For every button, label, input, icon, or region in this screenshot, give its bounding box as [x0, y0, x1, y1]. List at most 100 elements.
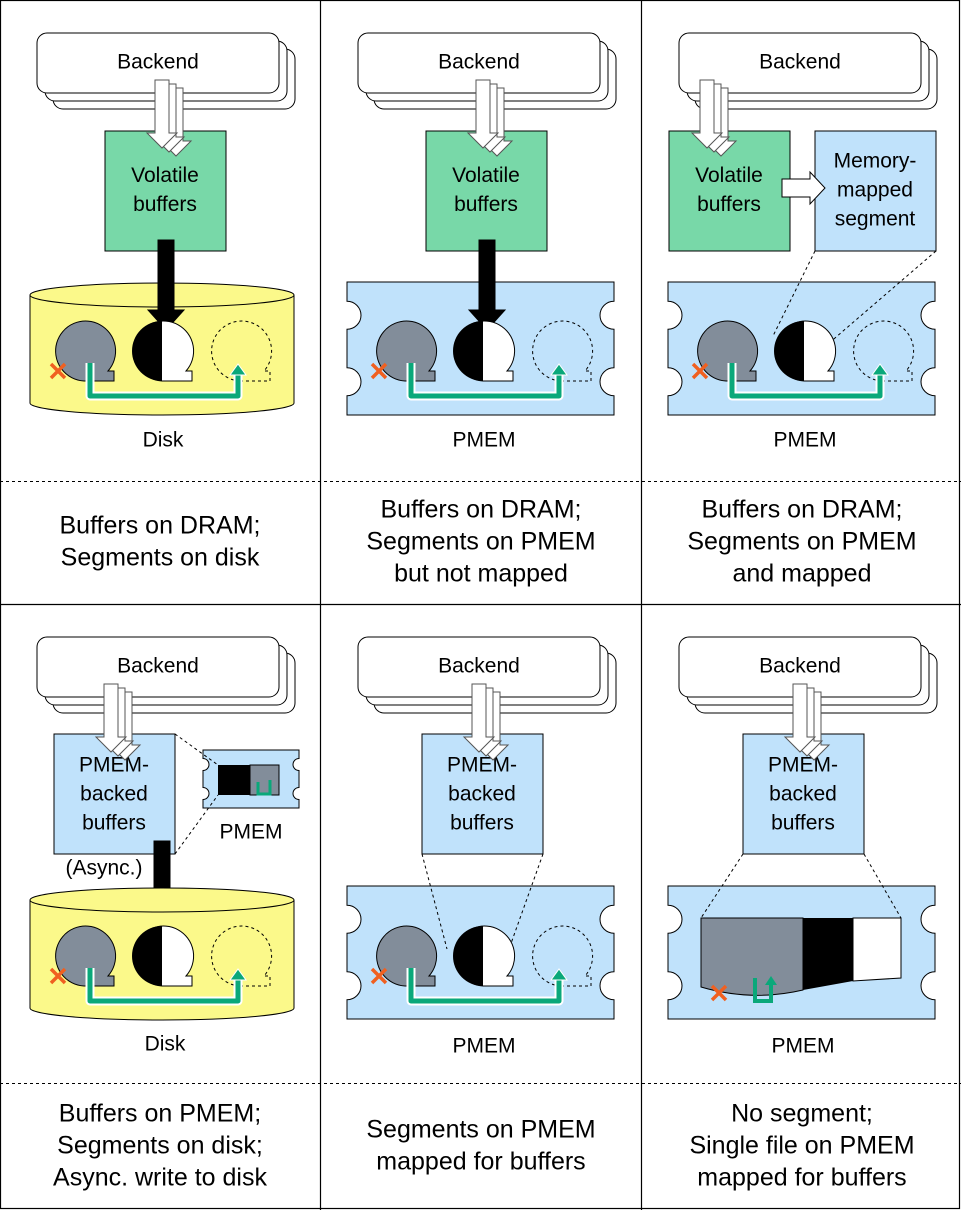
panel-caption: Single file on PMEM [689, 1132, 914, 1160]
buffer-label: backed [769, 783, 837, 806]
storage-label: PMEM [453, 429, 516, 452]
side-storage-label: PMEM [220, 821, 283, 844]
flush-arrow-icon [146, 239, 186, 331]
backend-box [678, 32, 922, 94]
write-arrow-icon [94, 683, 128, 753]
mapping-line [772, 250, 816, 337]
buffer-label: buffers [450, 812, 514, 835]
single-file-used-region [700, 917, 804, 996]
next-segment-icon [532, 320, 594, 382]
storage-label: Disk [145, 1033, 186, 1056]
async-label: (Async.) [65, 857, 142, 880]
panel-caption: Segments on disk; [57, 1132, 263, 1160]
panel-caption: No segment; [731, 1100, 873, 1128]
panel-caption: but not mapped [394, 560, 568, 588]
panel-caption: Buffers on PMEM; [59, 1100, 261, 1128]
current-segment-filled-half [132, 926, 162, 986]
recycle-arrow-icon [729, 363, 883, 399]
recycle-arrow-icon [753, 978, 773, 1003]
panel-caption: mapped for buffers [697, 1164, 906, 1192]
delete-cross-icon [49, 362, 67, 380]
recycle-arrowhead-icon [765, 976, 777, 985]
write-arrow-icon [145, 79, 179, 149]
backend-label: Backend [759, 51, 841, 74]
current-segment-filled-half [453, 926, 483, 986]
buffer-label: buffers [454, 193, 518, 216]
next-segment-icon [211, 320, 273, 382]
buffer-label: buffers [771, 812, 835, 835]
buffer-label: buffers [697, 193, 761, 216]
buffer-label: PMEM- [79, 754, 149, 777]
current-segment-filled-half [774, 321, 804, 381]
mapping-line [700, 853, 744, 919]
buffer-label: buffers [133, 193, 197, 216]
storage-label: PMEM [453, 1035, 516, 1058]
panel-caption: Segments on disk [61, 544, 260, 572]
volatile-buffers-box [668, 130, 791, 252]
panel-caption: and mapped [732, 560, 871, 588]
disk-top-icon [29, 887, 295, 913]
current-segment-filled-half [453, 321, 483, 381]
single-file-free-region [852, 917, 902, 982]
flush-arrow-icon [467, 239, 507, 331]
pmem-buffers-box [53, 733, 176, 855]
backend-label: Backend [438, 655, 520, 678]
delete-cross-icon [691, 362, 709, 380]
panel-caption: Buffers on DRAM; [380, 496, 581, 524]
write-arrow-icon [783, 683, 817, 753]
panel-3: BackendVolatilebuffersMemory-mappedsegme… [667, 32, 938, 588]
panel-caption: Async. write to disk [53, 1164, 267, 1192]
recycle-arrowhead-icon [229, 363, 247, 376]
recycle-arrowhead-icon [229, 968, 247, 981]
single-file-current-region [803, 918, 853, 990]
recycle-arrowhead-icon [550, 363, 568, 376]
backend-label: Backend [759, 655, 841, 678]
next-segment-icon [532, 925, 594, 987]
panel-caption: Buffers on DRAM; [701, 496, 902, 524]
backend-label: Backend [117, 655, 199, 678]
mapping-line [421, 853, 448, 950]
next-segment-icon [211, 925, 273, 987]
recycle-arrow-icon [87, 968, 241, 1004]
panel-caption: Segments on PMEM [366, 528, 595, 556]
buffer-label: backed [80, 783, 148, 806]
delete-cross-icon [49, 967, 67, 985]
buffer-used-block [218, 765, 250, 795]
next-segment-icon [853, 320, 915, 382]
storage-label: PMEM [774, 429, 837, 452]
write-arrow-icon [462, 683, 496, 753]
mapping-line [174, 733, 219, 766]
storage-label: PMEM [772, 1035, 835, 1058]
buffer-label: buffers [82, 812, 146, 835]
recycle-arrow-icon [408, 363, 562, 399]
recycle-arrowhead-icon [871, 363, 889, 376]
mapped-segment-label: Memory- [834, 150, 917, 173]
buffer-label: backed [448, 783, 516, 806]
buffer-label: PMEM- [447, 754, 517, 777]
mapped-segment-box [814, 130, 937, 252]
mapped-segment-label: mapped [837, 179, 913, 202]
recycle-arrowhead-icon [550, 968, 568, 981]
recycle-arrow-icon [408, 968, 562, 1004]
backend-box [36, 636, 280, 698]
mapping-line [863, 853, 902, 919]
recycle-arrow-icon [87, 363, 241, 399]
buffer-label: PMEM- [768, 754, 838, 777]
map-arrow-icon [781, 170, 826, 206]
delete-cross-icon [370, 362, 388, 380]
mapped-segment-label: segment [835, 208, 916, 231]
panel-caption: Buffers on DRAM; [59, 512, 260, 540]
volatile-buffers-box [104, 130, 227, 252]
buffer-free-block [249, 764, 280, 796]
pmem-buffers-box [421, 733, 544, 855]
recycle-arrow-icon [256, 780, 272, 796]
panel-caption: Segments on PMEM [366, 1116, 595, 1144]
mapping-line [508, 853, 544, 950]
panel-caption: Segments on PMEM [687, 528, 916, 556]
buffer-label: Volatile [452, 164, 520, 187]
storage-label: Disk [143, 429, 184, 452]
